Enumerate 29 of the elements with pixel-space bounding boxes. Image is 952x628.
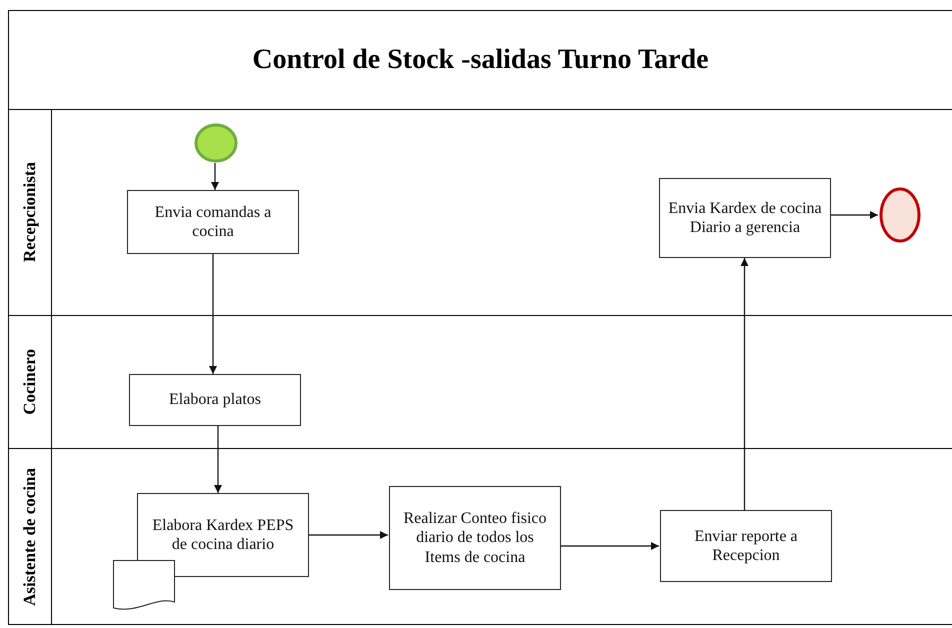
lane-label: Asistente de cocina (20, 468, 40, 606)
process-label: Envia comandas a cocina (154, 202, 272, 242)
swimlane (8, 316, 952, 449)
process-label: Elabora Kardex PEPS de cocina diario (151, 516, 295, 554)
flow-arrow (740, 258, 748, 510)
flow-arrow (209, 254, 217, 374)
process-box (659, 178, 831, 258)
process-label: Enviar reporte a Recepcion (693, 526, 799, 566)
flow-arrow (830, 211, 878, 219)
process-label: Envia Kardex de cocina Diario a gerencia (668, 198, 822, 238)
lane-label: Recepcionista (20, 162, 40, 263)
process-label: Elabora platos (169, 390, 261, 410)
process-box (137, 493, 309, 577)
flow-arrow (308, 531, 388, 539)
document-symbol (113, 560, 175, 612)
process-box (127, 190, 299, 254)
diagram-title: Control de Stock -salidas Turno Tarde (252, 44, 709, 76)
process-box (129, 374, 301, 426)
lane-label: Cocinero (20, 349, 40, 415)
flow-arrow (211, 163, 219, 190)
process-box (389, 486, 561, 590)
flow-arrow (214, 426, 222, 493)
start-event-circle (194, 123, 238, 163)
process-label: Realizar Conteo fisico diario de todos los Items de cocina (402, 509, 548, 567)
end-event-circle (879, 187, 921, 243)
process-box (660, 510, 832, 582)
swimlane (8, 449, 952, 625)
flow-arrow (560, 542, 659, 550)
swimlane (8, 110, 952, 316)
